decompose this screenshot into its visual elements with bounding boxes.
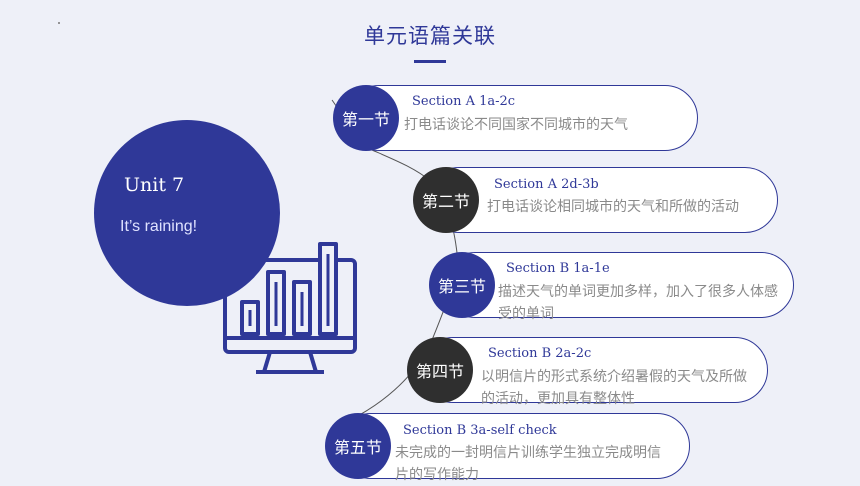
unit-subtitle: It’s raining! [120,218,198,235]
section-card-1 [346,85,698,151]
section-badge-3: 第三节 [429,252,495,318]
section-badge-2: 第二节 [413,167,479,233]
section-card-3 [442,252,794,318]
section-desc-3: 描述天气的单词更加多样，加入了很多人体感受的单词 [498,284,778,322]
bar-chart-monitor-icon [223,242,357,374]
section-card-2 [426,167,778,233]
section-badge-4: 第四节 [407,337,473,403]
section-label-2: Section A 2d-3b [494,177,599,192]
section-badge-5: 第五节 [325,413,391,479]
section-desc-5: 未完成的一封明信片训练学生独立完成明信片的写作能力 [395,445,661,483]
title-underline [414,60,446,63]
section-badge-1: 第一节 [333,85,399,151]
section-desc-1: 打电话谈论不同国家不同城市的天气 [404,117,628,133]
decorative-dot [58,22,60,24]
unit-circle [94,120,280,306]
section-label-4: Section B 2a-2c [488,346,592,361]
unit-title: Unit 7 [124,174,185,196]
section-label-3: Section B 1a-1e [506,261,610,276]
section-card-4 [420,337,768,403]
section-desc-2: 打电话谈论相同城市的天气和所做的活动 [487,199,739,215]
section-card-5 [338,413,690,479]
section-label-1: Section A 1a-2c [412,94,516,109]
section-label-5: Section B 3a-self check [403,423,557,438]
page-title: 单元语篇关联 [364,24,496,48]
section-desc-4: 以明信片的形式系统介绍暑假的天气及所做的活动，更加具有整体性 [481,369,747,407]
